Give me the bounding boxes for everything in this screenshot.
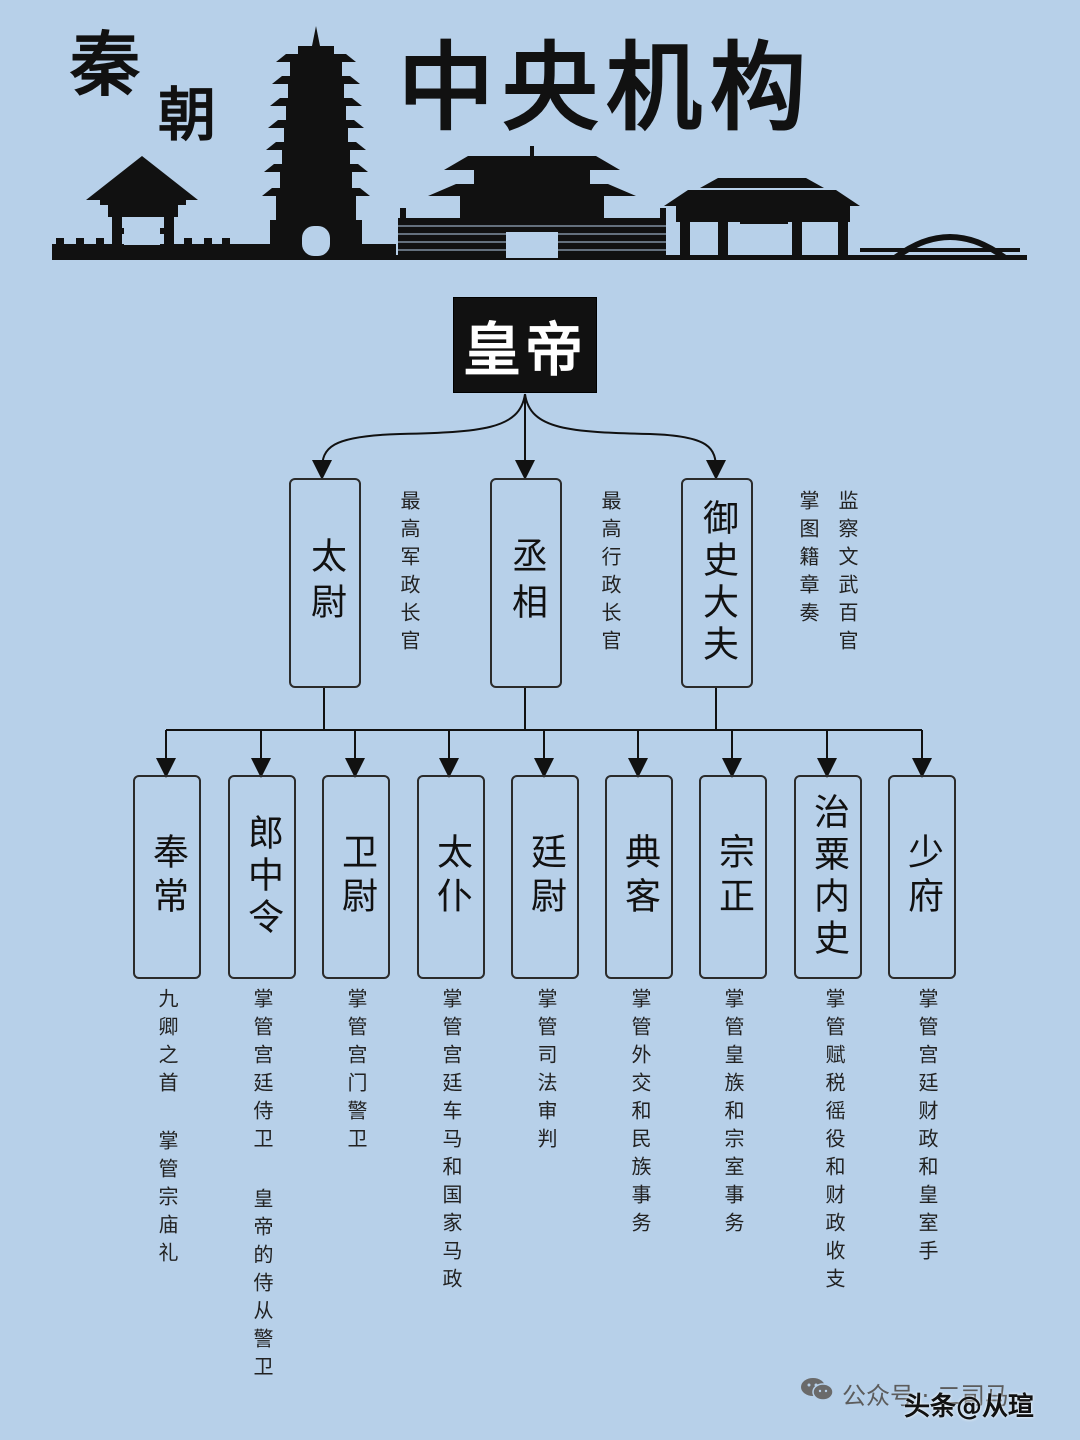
minister-zongzheng-label: 宗正 — [713, 833, 754, 921]
minister-tingwei-desc: 掌管司法审判 — [534, 988, 558, 1156]
minister-tingwei-box: 廷尉 — [511, 775, 579, 979]
minister-dianke-desc: 掌管外交和民族事务 — [628, 988, 652, 1240]
official-yushidafu-label: 御史大夫 — [697, 499, 738, 667]
minister-fengchang-box: 奉常 — [133, 775, 201, 979]
minister-shaofu-box: 少府 — [888, 775, 956, 979]
official-taiwei-box: 太尉 — [289, 478, 361, 688]
minister-taipu-box: 太仆 — [417, 775, 485, 979]
minister-taipu-desc: 掌管宫廷车马和国家马政 — [439, 988, 463, 1296]
emperor-label: 皇帝 — [462, 316, 587, 384]
minister-weiwei-desc: 掌管宫门警卫 — [344, 988, 368, 1156]
official-chengxiang-desc: 最高行政长官 — [598, 490, 622, 658]
minister-zhisuneishi-desc: 掌管赋税徭役和财政收支 — [822, 988, 846, 1296]
minister-weiwei-label: 卫尉 — [336, 833, 377, 921]
minister-shaofu-desc: 掌管宫廷财政和皇室手 — [915, 988, 939, 1268]
minister-langzhongling-desc: 掌管宫廷侍卫 — [250, 988, 274, 1156]
official-yushidafu-desc-2: 掌图籍章奏 — [796, 490, 820, 630]
minister-dianke-box: 典客 — [605, 775, 673, 979]
official-yushidafu-desc: 监察文武百官 — [835, 490, 859, 658]
official-taiwei-desc: 最高军政长官 — [397, 490, 421, 658]
minister-zhisuneishi-box: 治粟内史 — [794, 775, 862, 979]
minister-zhisuneishi-label: 治粟内史 — [808, 793, 849, 961]
minister-langzhongling-label: 郎中令 — [242, 814, 283, 940]
title-dynasty-2: 朝 — [158, 81, 217, 149]
emperor-box: 皇帝 — [454, 298, 596, 392]
skyline-silhouette — [52, 26, 1027, 260]
minister-tingwei-label: 廷尉 — [525, 833, 566, 921]
title-dynasty-1: 秦 — [70, 23, 140, 106]
minister-shaofu-label: 少府 — [902, 833, 943, 921]
minister-langzhongling-box: 郎中令 — [228, 775, 296, 979]
minister-fengchang-label: 奉常 — [147, 833, 188, 921]
minister-taipu-label: 太仆 — [431, 833, 472, 921]
minister-dianke-label: 典客 — [619, 833, 660, 921]
minister-fengchang-desc-2: 掌管宗庙礼 — [155, 1130, 179, 1270]
official-yushidafu-box: 御史大夫 — [681, 478, 753, 688]
minister-zongzheng-desc: 掌管皇族和宗室事务 — [721, 988, 745, 1240]
watermark-account: 公众号 · 二司马 — [842, 1382, 1009, 1410]
wechat-icon — [800, 1376, 834, 1402]
official-chengxiang-label: 丞相 — [506, 537, 547, 629]
minister-zongzheng-box: 宗正 — [699, 775, 767, 979]
minister-fengchang-desc: 九卿之首 — [155, 988, 179, 1100]
official-chengxiang-box: 丞相 — [490, 478, 562, 688]
watermark-platform: 头条@从瑄 — [904, 1392, 1035, 1422]
minister-weiwei-box: 卫尉 — [322, 775, 390, 979]
official-taiwei-label: 太尉 — [305, 537, 346, 629]
title-main: 中央机构 — [398, 31, 814, 144]
minister-langzhongling-desc-2: 皇帝的侍从警卫 — [250, 1188, 274, 1384]
